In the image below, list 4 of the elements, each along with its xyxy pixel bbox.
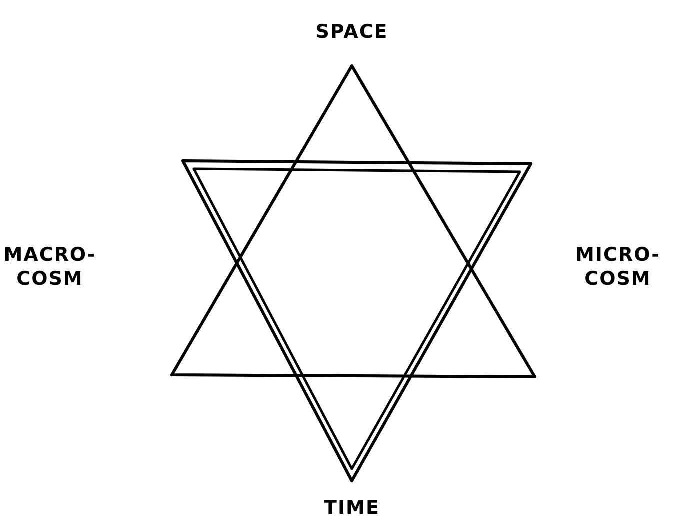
side-label: MACRO- COSM	[2, 243, 98, 291]
side-label: MICRO- COSM	[574, 243, 662, 291]
axis-label: SPACE	[314, 20, 390, 44]
axis-label: TIME	[323, 496, 381, 520]
